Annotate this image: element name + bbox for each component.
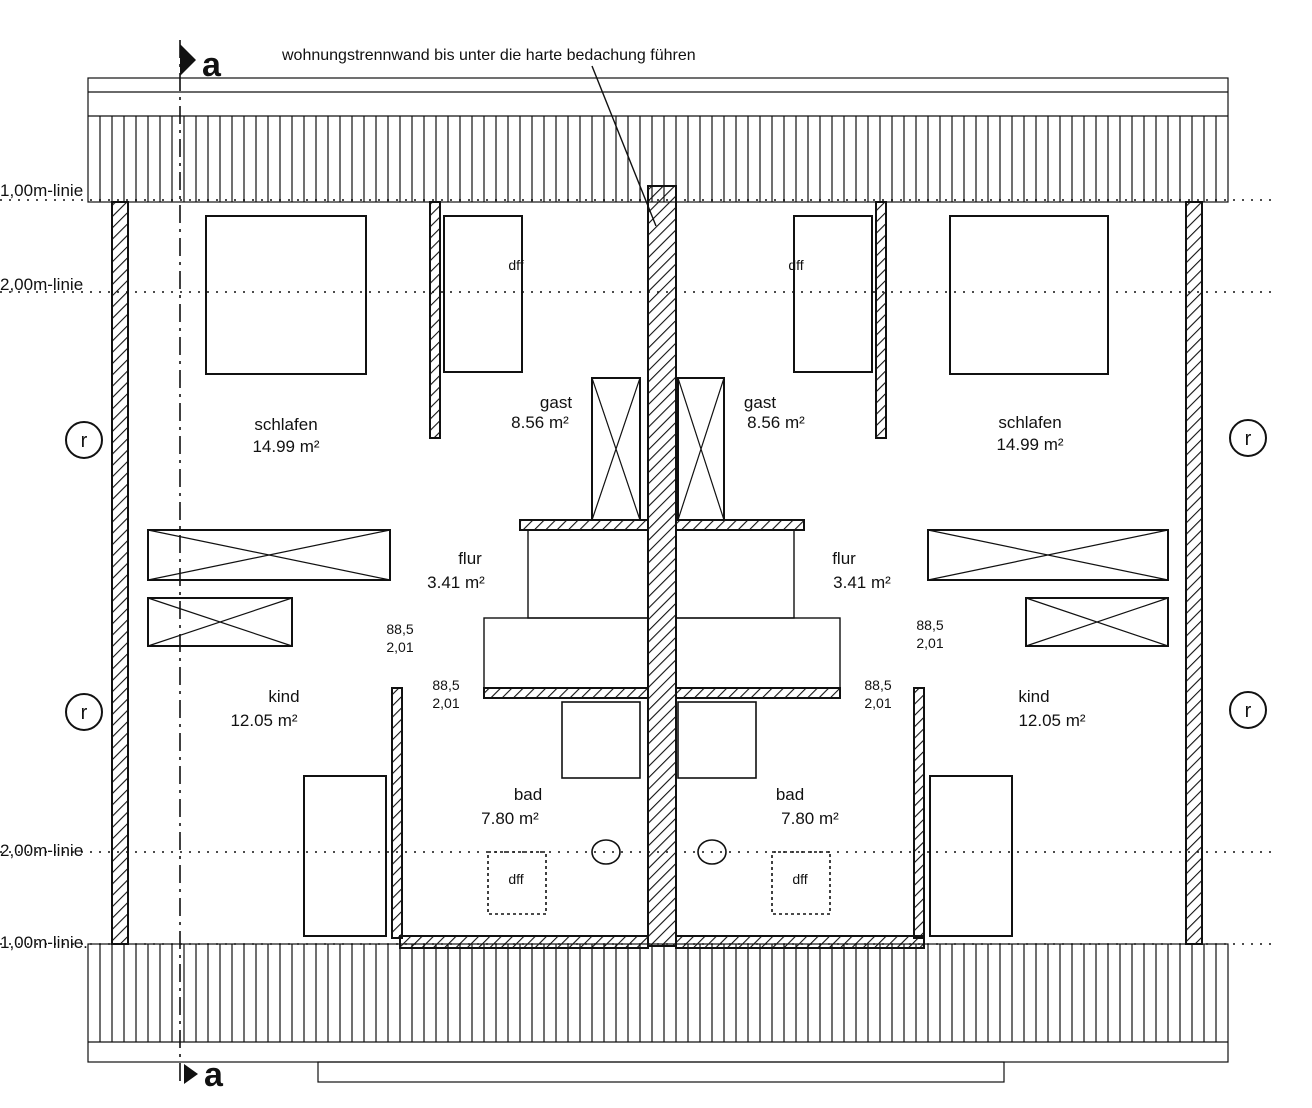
height-lines <box>0 199 1272 945</box>
room-name: gast <box>540 393 572 412</box>
chimney-label: r <box>1245 700 1252 722</box>
room-name: kind <box>268 687 299 706</box>
height-line-label: 2,00m-linie <box>0 275 83 294</box>
room-name: bad <box>776 785 804 804</box>
skylight-label: dff <box>792 871 807 887</box>
room-name: flur <box>458 549 482 568</box>
room-area: 8.56 m² <box>511 413 569 432</box>
note-leader <box>591 65 657 227</box>
inner-walls <box>391 201 925 939</box>
note-text: wohnungstrennwand bis unter die harte be… <box>281 47 696 64</box>
stairs <box>483 529 841 689</box>
wardrobes <box>147 377 1169 647</box>
height-line-label: 1,00m-linie <box>0 181 83 200</box>
room-name: kind <box>1018 687 1049 706</box>
room-area: 12.05 m² <box>230 711 297 730</box>
room-area: 12.05 m² <box>1018 711 1085 730</box>
room-name: gast <box>744 393 776 412</box>
door-dim: 2,01 <box>432 695 459 711</box>
door-dim: 2,01 <box>864 695 891 711</box>
bath-fixtures <box>487 701 831 915</box>
exterior-walls <box>111 201 1203 949</box>
chimney-label: r <box>1245 428 1252 450</box>
door-dim: 2,01 <box>916 635 943 651</box>
room-area: 14.99 m² <box>252 437 319 456</box>
room-name: flur <box>832 549 856 568</box>
section-label-top: a <box>202 46 222 84</box>
height-line-label: 2,00m-linie <box>0 841 83 860</box>
section-label-bottom: a <box>204 1056 224 1094</box>
room-area: 7.80 m² <box>781 809 839 828</box>
room-name: bad <box>514 785 542 804</box>
chimney-label: r <box>81 430 88 452</box>
section-arrow-top <box>180 44 196 76</box>
door-dim: 88,5 <box>386 621 413 637</box>
roof-tiles-top <box>87 77 1229 203</box>
room-name: schlafen <box>998 413 1061 432</box>
door-dim: 88,5 <box>916 617 943 633</box>
room-area: 7.80 m² <box>481 809 539 828</box>
room-area: 3.41 m² <box>833 573 891 592</box>
room-name: schlafen <box>254 415 317 434</box>
height-line-label: 1,00m-linie. <box>0 933 88 952</box>
skylight-label: dff <box>508 871 523 887</box>
room-area: 8.56 m² <box>747 413 805 432</box>
room-area: 3.41 m² <box>427 573 485 592</box>
skylight-label: dff <box>508 257 523 273</box>
section-arrow-bottom <box>184 1064 198 1084</box>
beds <box>205 215 1109 937</box>
chimney-markers <box>65 419 1267 731</box>
door-dim: 2,01 <box>386 639 413 655</box>
chimney-label: r <box>81 702 88 724</box>
roof-tiles-bottom <box>87 943 1229 1083</box>
party-wall <box>647 185 677 947</box>
door-dim: 88,5 <box>432 677 459 693</box>
room-area: 14.99 m² <box>996 435 1063 454</box>
door-dim: 88,5 <box>864 677 891 693</box>
skylight-label: dff <box>788 257 803 273</box>
